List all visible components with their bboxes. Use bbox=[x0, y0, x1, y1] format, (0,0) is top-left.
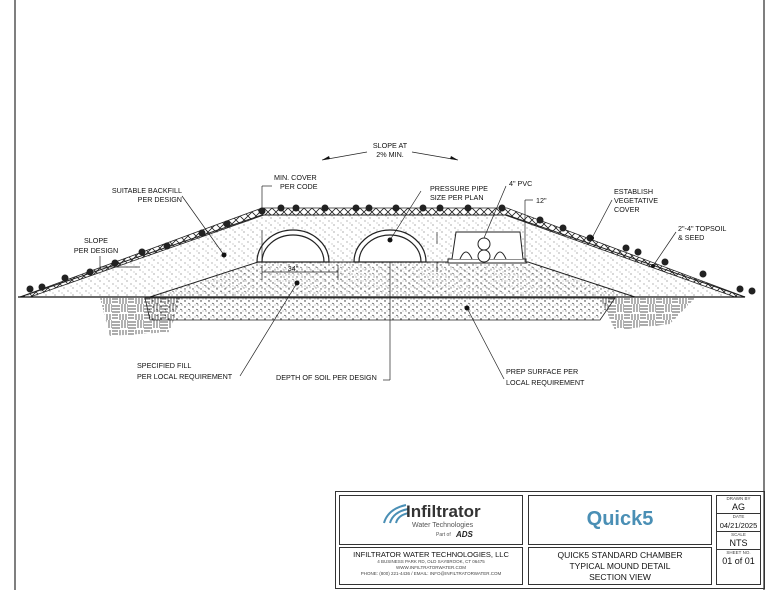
drawn-by: AG bbox=[731, 502, 745, 512]
label-slope: SLOPE bbox=[84, 236, 108, 245]
date: 04/21/2025 bbox=[719, 521, 758, 530]
label-4in-pvc: 4" PVC bbox=[509, 179, 532, 188]
revision-cell: DRAWN BY AG DATE 04/21/2025 SCALE NTS SH… bbox=[716, 495, 761, 585]
label-min-cover: MIN. COVER bbox=[274, 173, 317, 182]
label-per-code: PER CODE bbox=[280, 182, 318, 191]
label-seed: & SEED bbox=[678, 233, 704, 242]
pressure-pipe-assembly bbox=[447, 231, 527, 264]
sheet-number: 01 of 01 bbox=[722, 556, 755, 566]
title-line-2: TYPICAL MOUND DETAIL bbox=[569, 561, 671, 571]
label-prep-surface: PREP SURFACE PER bbox=[506, 367, 578, 376]
label-pressure-pipe: PRESSURE PIPE bbox=[430, 184, 488, 193]
label-establish: ESTABLISH bbox=[614, 187, 653, 196]
title-block bbox=[335, 491, 765, 589]
label-depth-of-soil: DEPTH OF SOIL PER DESIGN bbox=[276, 373, 377, 382]
drawing-title-cell: QUICK5 STANDARD CHAMBER TYPICAL MOUND DE… bbox=[528, 547, 712, 585]
logo-sub: Water Technologies bbox=[412, 522, 474, 529]
infiltrator-logo-icon bbox=[383, 504, 410, 524]
company-info-cell: INFILTRATOR WATER TECHNOLOGIES, LLC 4 BU… bbox=[339, 547, 523, 585]
scale-label: SCALE bbox=[717, 531, 760, 538]
label-vegetative: VEGETATIVE bbox=[614, 196, 658, 205]
label-topsoil: 2"-4" TOPSOIL bbox=[678, 224, 726, 233]
sheet-label: SHEET NO. bbox=[717, 549, 760, 556]
scale: NTS bbox=[729, 538, 748, 548]
label-cover: COVER bbox=[614, 205, 640, 214]
label-local-req: LOCAL REQUIREMENT bbox=[506, 378, 585, 387]
label-backfill-per-design: PER DESIGN bbox=[138, 195, 182, 204]
product-logo-cell: Quick5 bbox=[528, 495, 712, 545]
label-size-per-plan: SIZE PER PLAN bbox=[430, 193, 484, 202]
leader-dots bbox=[221, 156, 655, 311]
label-12in: 12" bbox=[536, 196, 547, 205]
company-logo-cell: Infiltrator Water Technologies Part of A… bbox=[339, 495, 523, 545]
company-name: INFILTRATOR WATER TECHNOLOGIES, LLC bbox=[353, 550, 509, 559]
company-contact: PHONE: (800) 221-4436 / EMAIL: INFO@INFI… bbox=[360, 571, 502, 576]
label-slope-per-design: PER DESIGN bbox=[74, 246, 118, 255]
label-per-local-req: PER LOCAL REQUIREMENT bbox=[137, 372, 233, 381]
company-address: 4 BUSINESS PARK RD, OLD SAYBROOK, CT 064… bbox=[377, 559, 485, 564]
chamber-arch-right bbox=[353, 229, 427, 263]
vegetation-icons bbox=[26, 204, 756, 295]
chamber-arch-left bbox=[256, 229, 330, 263]
date-label: DATE bbox=[717, 513, 760, 520]
logo-partof: Part of bbox=[436, 532, 451, 538]
title-line-3: SECTION VIEW bbox=[589, 572, 651, 582]
prepared-fill-layer bbox=[144, 297, 616, 321]
quick5-logo: Quick5 bbox=[586, 508, 654, 530]
logo-name: Infiltrator bbox=[406, 502, 481, 521]
label-suitable-backfill: SUITABLE BACKFILL bbox=[112, 186, 182, 195]
company-website: WWW.INFILTRATORWATER.COM bbox=[396, 565, 466, 570]
drawn-by-label: DRAWN BY bbox=[726, 496, 751, 501]
ads-logo: ADS bbox=[456, 530, 473, 539]
native-soil-right bbox=[600, 298, 695, 330]
label-specified-fill: SPECIFIED FILL bbox=[137, 361, 191, 370]
label-slope-at: SLOPE AT bbox=[373, 141, 408, 150]
label-slope-min: 2% MIN. bbox=[376, 150, 404, 159]
title-line-1: QUICK5 STANDARD CHAMBER bbox=[557, 550, 683, 560]
label-34in: 34" bbox=[288, 264, 299, 273]
